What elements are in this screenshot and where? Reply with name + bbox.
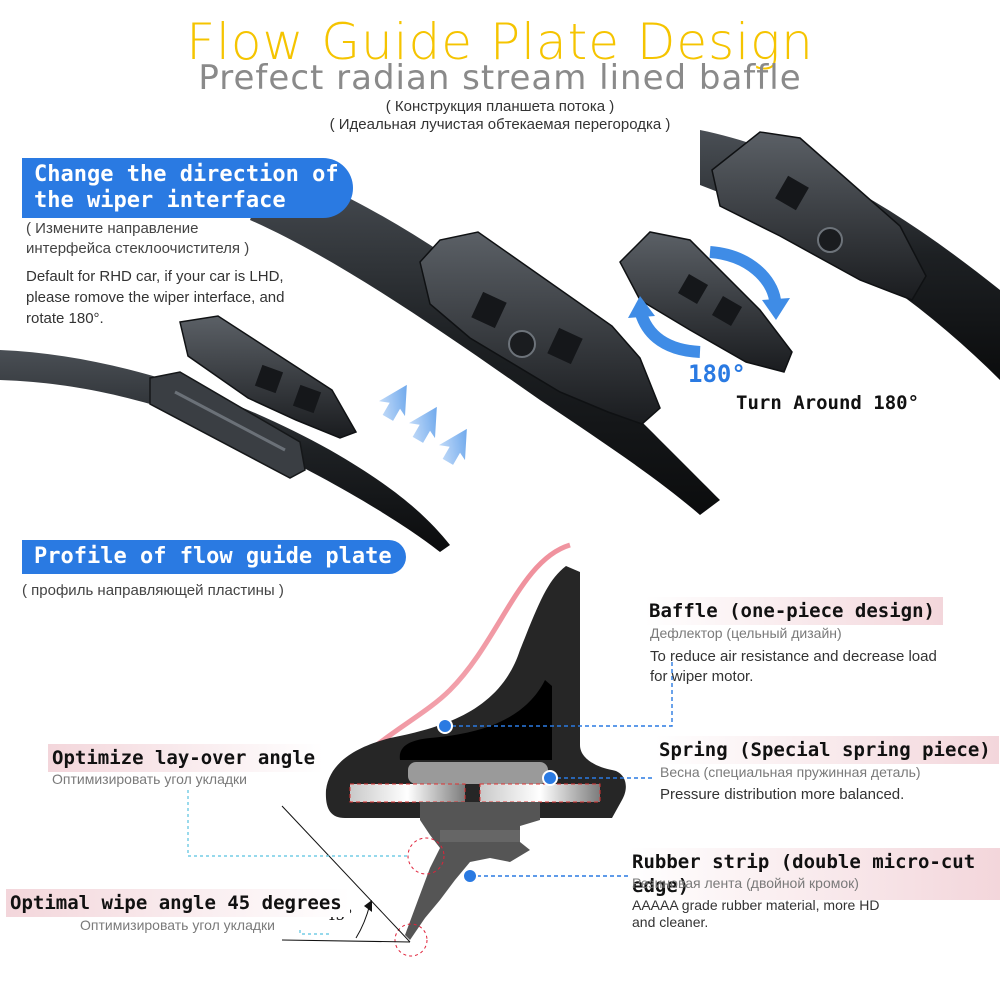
spring-ru: Весна (специальная пружинная деталь) <box>660 764 921 780</box>
blade-adaptor-left <box>149 371 306 479</box>
baffle-title: Baffle (one-piece design) <box>645 597 943 625</box>
spring-steel-right <box>479 783 601 803</box>
page-title: Flow Guide Plate Design <box>186 13 814 71</box>
subtitle-ru-2: ( Идеальная лучистая обтекаемая перегоро… <box>329 116 671 133</box>
rubber-title: Rubber strip (double micro-cut edge) <box>628 848 1000 900</box>
baffle-desc-2: for wiper motor. <box>650 668 754 685</box>
turn-around-label: Turn Around 180° <box>736 392 920 414</box>
spring-dot <box>542 770 558 786</box>
rubber-desc-2: and cleaner. <box>632 914 709 930</box>
rubber-ru: Резиновая лента (двойной кромок) <box>632 875 859 891</box>
direction-desc-2: please romove the wiper interface, and <box>26 289 285 306</box>
direction-desc-3: rotate 180°. <box>26 310 104 327</box>
baffle-ru: Дефлектор (цельный дизайн) <box>650 625 842 641</box>
rubber-dot <box>462 868 478 884</box>
direction-pill-line1: Change the direction of <box>34 162 339 187</box>
wiper-connector-right <box>711 131 927 301</box>
baffle-dot <box>437 718 453 734</box>
rotating-connector <box>619 231 793 373</box>
direction-desc-1: Default for RHD car, if your car is LHD, <box>26 268 284 285</box>
wipe-angle-ru: Оптимизировать угол укладки <box>80 917 276 933</box>
subtitle-ru-1: ( Конструкция планшета потока ) <box>385 98 615 115</box>
rotation-arrows-icon <box>628 246 790 358</box>
direction-pill-line2: the wiper interface <box>34 188 286 213</box>
baffle-leader <box>445 660 673 727</box>
wiper-connector-left <box>179 315 358 439</box>
airflow-arrows-icon <box>379 384 467 465</box>
wipe-angle-title: Optimal wipe angle 45 degrees <box>6 889 350 917</box>
layover-ru: Оптимизировать угол укладки <box>52 771 248 787</box>
page-subtitle: Prefect radian stream lined baffle <box>198 58 802 98</box>
layover-title: Optimize lay-over angle <box>48 744 324 772</box>
spring-title: Spring (Special spring piece) <box>655 736 999 764</box>
spring-steel-left <box>349 783 466 803</box>
direction-pill: Change the direction of the wiper interf… <box>22 158 353 218</box>
profile-ru: ( профиль направляющей пластины ) <box>22 582 284 599</box>
baffle-desc-1: To reduce air resistance and decrease lo… <box>650 648 937 665</box>
spring-bar <box>408 762 548 784</box>
direction-ru-2: интерфейса стеклоочистителя ) <box>26 240 250 257</box>
direction-ru-1: ( Измените направление <box>26 220 199 237</box>
rotate-label: 180° <box>688 360 746 388</box>
wiper-connector-middle <box>419 231 661 425</box>
spring-desc: Pressure distribution more balanced. <box>660 786 905 803</box>
rubber-desc-1: AAAAA grade rubber material, more HD <box>632 897 880 913</box>
profile-pill: Profile of flow guide plate <box>22 540 406 574</box>
